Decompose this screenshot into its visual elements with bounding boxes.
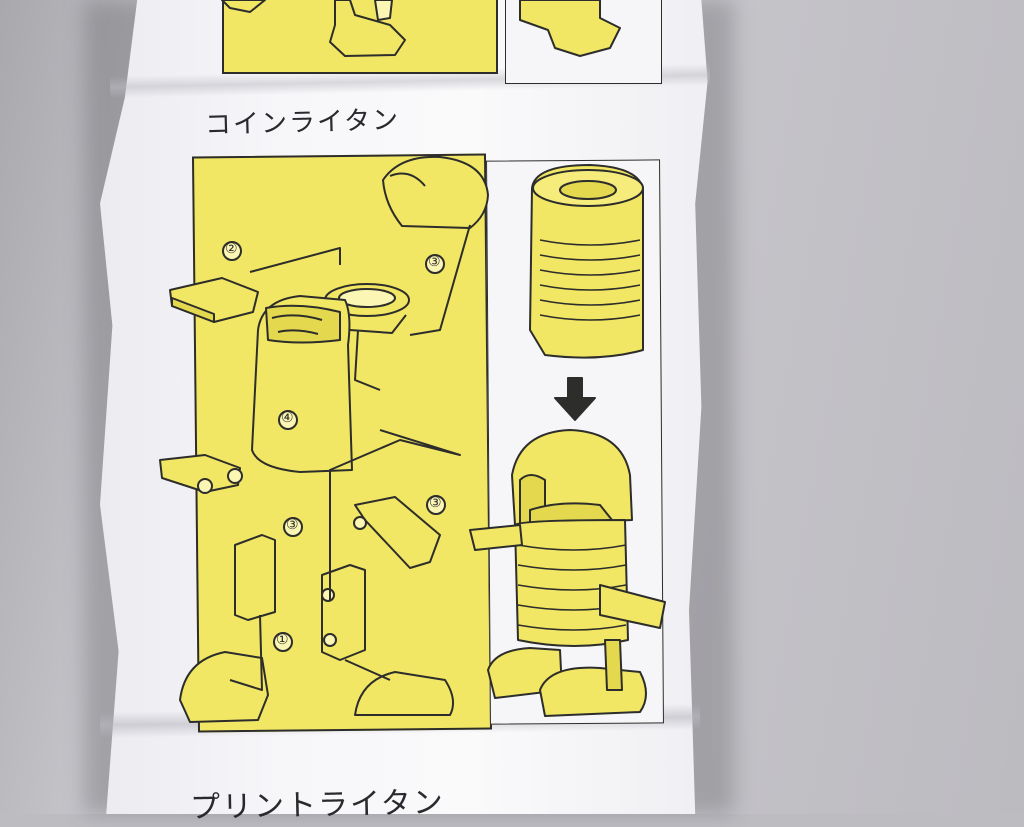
robot-right-foot [539,666,647,717]
foot-part [179,651,269,723]
arm-part [159,454,241,493]
previous-panel-yellow [222,0,498,74]
pedestal-drawing [329,0,406,57]
robot-right-arm [599,584,666,629]
step-marker-1: ① [276,632,289,648]
step-marker-2: ② [225,241,238,257]
robot-part-drawing [519,0,621,57]
step-marker-3: ③ [428,254,441,270]
step-marker-4 [278,410,298,430]
robot-left-arm [469,524,523,551]
step-marker-3: ③ [429,495,442,511]
foot-part [354,671,455,716]
dome-part [382,155,489,229]
leg-frame [234,534,276,621]
step-marker-4-label: ④ [281,410,294,426]
down-arrow [554,377,596,421]
step-marker-3: ③ [286,517,299,533]
